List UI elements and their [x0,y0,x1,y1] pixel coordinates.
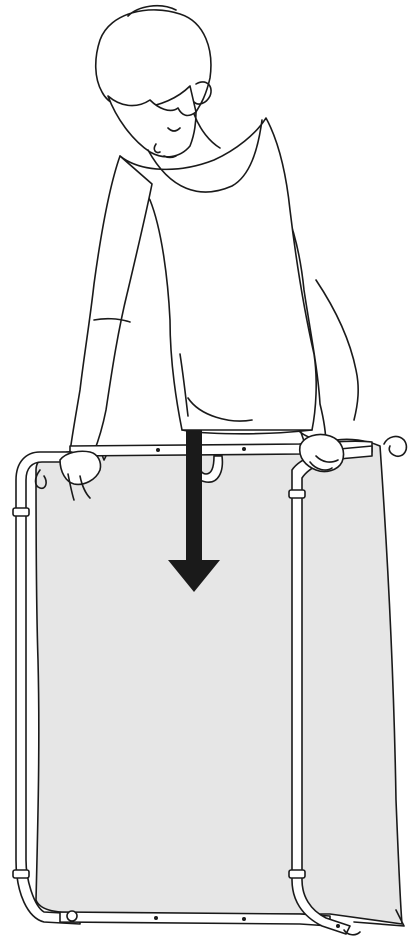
top-rivet-2 [242,447,246,451]
arrow-shaft [186,430,202,560]
frame-assembly [13,434,406,934]
torso [120,118,316,430]
bottom-right-fitting [336,924,340,928]
right-hook [384,437,406,457]
person [60,6,358,501]
hair [96,10,211,112]
bottom-rivet-1 [154,916,158,920]
neck [194,114,220,148]
fabric-panel [36,439,402,924]
bottom-tube [60,912,330,926]
right-band-top [289,490,305,498]
shorts-edge [316,280,358,420]
top-rivet-1 [156,448,160,452]
right-band-bottom [289,870,305,878]
bottom-rivet-2 [242,917,246,921]
left-band-top [13,508,29,516]
left-arm [68,156,152,486]
face [108,96,196,157]
left-band-bottom [13,870,29,878]
bottom-left-fitting [67,911,77,921]
